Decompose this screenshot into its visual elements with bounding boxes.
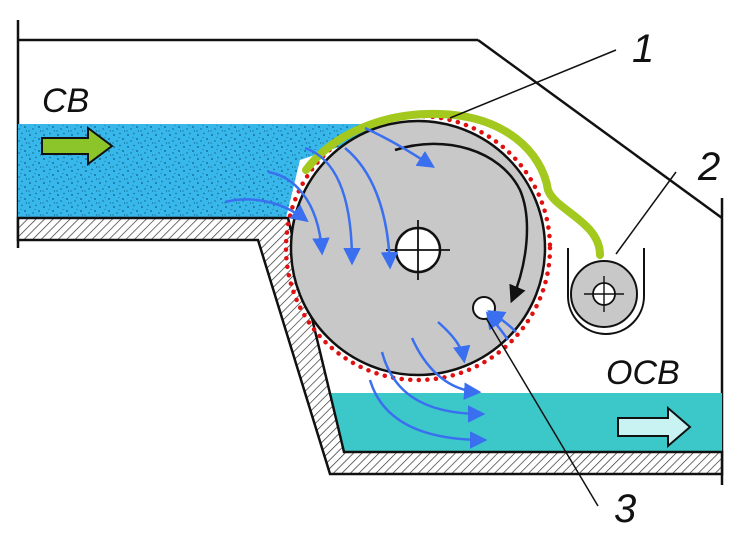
flow-arrow bbox=[487, 310, 517, 333]
callout-lines bbox=[449, 49, 677, 507]
clean-water-body bbox=[330, 393, 722, 452]
flow-arrow bbox=[304, 146, 361, 266]
callout-number-1: 1 bbox=[632, 27, 654, 71]
flow-arrow bbox=[437, 321, 471, 364]
outlet-hole bbox=[472, 296, 496, 320]
roller bbox=[567, 248, 645, 335]
drum-shaft bbox=[386, 220, 450, 280]
flow-arrows bbox=[224, 126, 517, 449]
outflow-arrow-icon bbox=[617, 405, 692, 449]
flow-arrow bbox=[368, 379, 488, 449]
flow-arrow bbox=[410, 337, 482, 400]
flow-arrow bbox=[344, 147, 399, 270]
inflow-arrow-icon bbox=[41, 126, 114, 166]
leader-line-1 bbox=[449, 49, 617, 119]
outflow-label: OCB bbox=[606, 354, 680, 392]
flow-arrow bbox=[224, 198, 309, 223]
leader-line-3 bbox=[485, 317, 599, 507]
callout-number-3: 3 bbox=[614, 487, 636, 531]
sludge-layer bbox=[302, 109, 604, 259]
rotation-arrow bbox=[394, 142, 529, 304]
leader-line-2 bbox=[615, 171, 677, 255]
flow-arrow bbox=[267, 170, 330, 256]
inflow-label: CB bbox=[42, 82, 89, 120]
flow-arrow bbox=[380, 351, 486, 423]
flow-arrow bbox=[364, 126, 435, 168]
callout-number-2: 2 bbox=[697, 145, 720, 189]
